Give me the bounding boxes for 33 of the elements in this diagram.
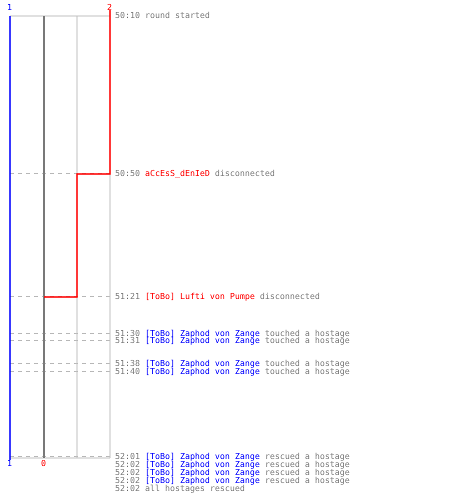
axis-label: 1 bbox=[7, 459, 12, 468]
event-time: 50:50 bbox=[115, 168, 140, 178]
player-name: [ToBo] Zaphod von Zange bbox=[144, 358, 260, 368]
event-time: 51:38 bbox=[115, 358, 140, 368]
event-time: 51:31 bbox=[115, 335, 140, 345]
event-text: rescued a hostage bbox=[264, 475, 350, 485]
event-time: 51:30 bbox=[115, 328, 140, 338]
event-time: 51:21 bbox=[115, 291, 140, 301]
event-text: all hostages rescued bbox=[144, 483, 245, 493]
player-name: [ToBo] Zaphod von Zange bbox=[144, 451, 260, 461]
player-name: [ToBo] Lufti von Pumpe bbox=[144, 291, 255, 301]
event-text: touched a hostage bbox=[264, 366, 350, 376]
event-time: 52:01 bbox=[115, 451, 140, 461]
event-time: 52:02 bbox=[115, 459, 140, 469]
event-time: 52:02 bbox=[115, 467, 140, 477]
event-time: 50:10 bbox=[115, 10, 140, 20]
axis-label: 0 bbox=[41, 459, 46, 468]
axis-label: 2 bbox=[107, 3, 112, 12]
event-text: rescued a hostage bbox=[264, 459, 350, 469]
event-text: disconnected bbox=[214, 168, 275, 178]
event-time: 51:40 bbox=[115, 366, 140, 376]
event-time: 52:02 bbox=[115, 483, 140, 493]
event-time: 52:02 bbox=[115, 475, 140, 485]
event-text: round started bbox=[144, 10, 210, 20]
event-text: disconnected bbox=[260, 291, 320, 301]
event-text: touched a hostage bbox=[264, 328, 350, 338]
event-text: touched a hostage bbox=[264, 358, 350, 368]
axis-label: 1 bbox=[7, 3, 12, 12]
player-name: aCcEsS_dEnIeD bbox=[144, 168, 210, 178]
event-text: rescued a hostage bbox=[264, 467, 350, 477]
event-text: touched a hostage bbox=[264, 335, 350, 345]
player-name: [ToBo] Zaphod von Zange bbox=[144, 328, 260, 338]
event-text: rescued a hostage bbox=[264, 451, 350, 461]
